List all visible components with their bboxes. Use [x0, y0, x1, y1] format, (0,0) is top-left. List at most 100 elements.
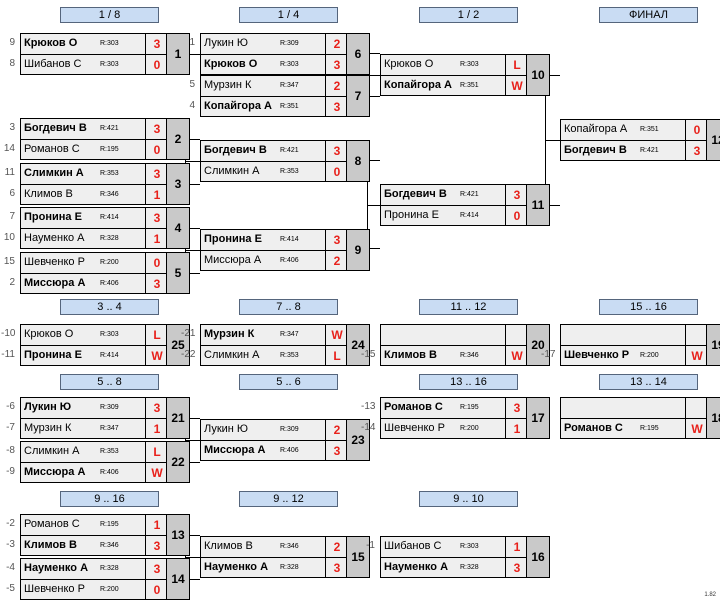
player-score: 0: [325, 162, 348, 181]
player-rating: R:309: [100, 404, 119, 411]
player-name: Миссюра А: [24, 466, 86, 478]
match-number: 13: [166, 514, 190, 556]
player-rating: R:328: [100, 235, 119, 242]
round-header: 7 .. 8: [239, 299, 338, 315]
seed-label: -17: [541, 349, 556, 360]
bracket-connector: [185, 440, 200, 441]
bracket-connector: [185, 228, 186, 274]
player-name: Климов В: [204, 540, 253, 552]
player-name: Романов С: [24, 143, 80, 155]
player-row[interactable]: [380, 324, 527, 346]
seed-label: 11: [4, 167, 15, 178]
player-score: 3: [145, 34, 168, 54]
bracket-connector: [367, 75, 380, 76]
player-name: Слимкин А: [204, 349, 260, 361]
seed-label: 14: [3, 143, 15, 154]
player-row[interactable]: [560, 324, 707, 346]
player-score: W: [505, 346, 528, 365]
player-name: Миссюра А: [24, 277, 86, 289]
player-row[interactable]: [560, 397, 707, 419]
match-number: 23: [346, 419, 370, 461]
player-score: 1: [145, 515, 168, 535]
player-score: 3: [145, 536, 168, 555]
player-score: 0: [145, 253, 168, 273]
player-rating: R:353: [100, 448, 119, 455]
match-box[interactable]: Романов СR:195W18: [560, 397, 720, 439]
round-header: 5 .. 6: [239, 374, 338, 390]
match-box[interactable]: Шевченко РR:200W19: [560, 324, 720, 366]
player-score: 3: [145, 398, 168, 418]
